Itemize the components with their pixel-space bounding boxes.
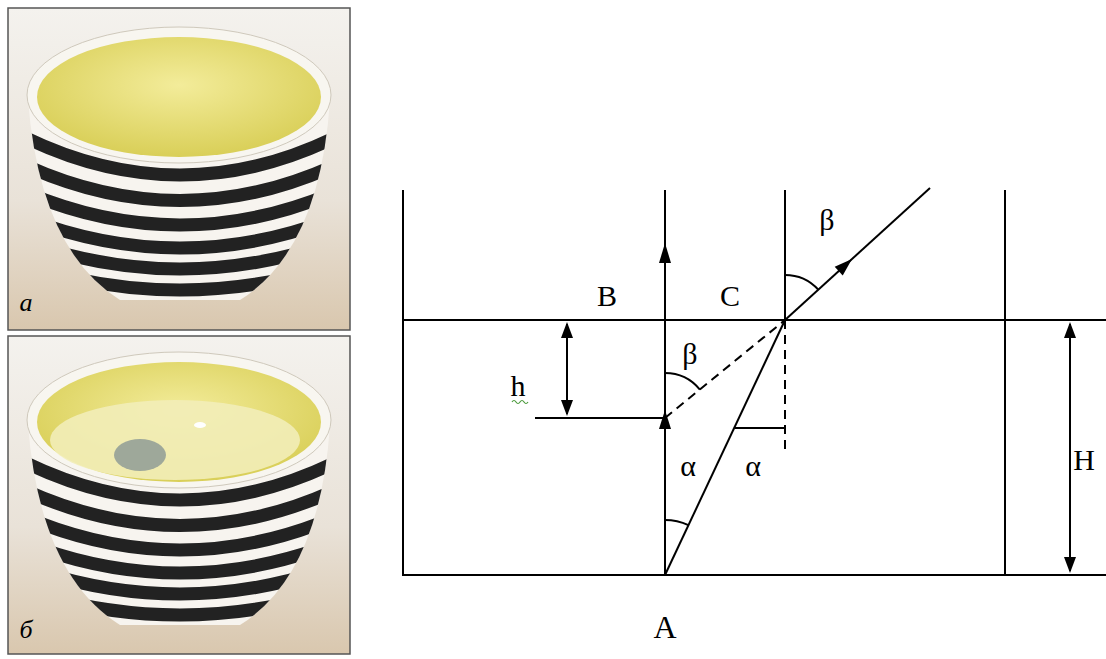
point-label: A <box>653 611 676 643</box>
angle-label: β <box>819 205 834 235</box>
photo-letter: б <box>19 617 32 643</box>
arrowheads <box>561 243 1076 573</box>
refraction-diagram <box>403 188 1106 576</box>
point-label: C <box>720 281 740 311</box>
bowl-photo <box>8 8 350 330</box>
height-label: H <box>1073 445 1095 475</box>
angle-label: α <box>680 451 696 481</box>
height-label: h <box>511 371 526 401</box>
photo-letter: а <box>20 290 33 316</box>
bowl-with-water-photo <box>8 336 350 654</box>
point-label: B <box>597 281 617 311</box>
angle-label: β <box>682 339 697 369</box>
angle-label: α <box>745 451 761 481</box>
